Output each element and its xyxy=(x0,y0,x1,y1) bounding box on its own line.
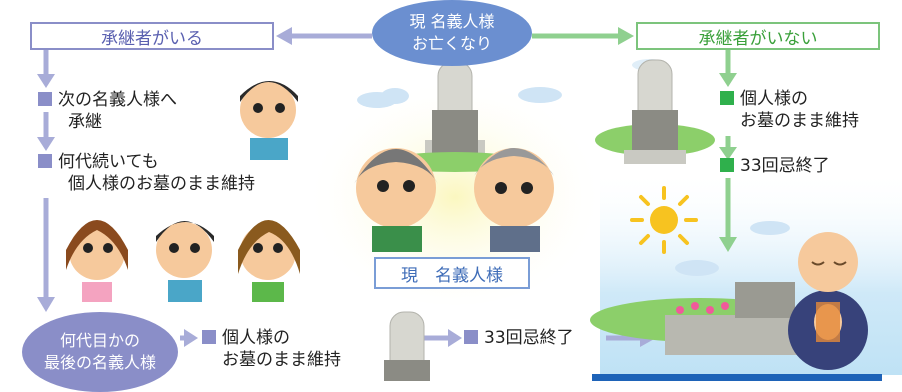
right-step1-line2: お墓のまま維持 xyxy=(740,111,859,131)
bottom-step2-label: 33回忌終了 xyxy=(484,328,574,348)
left-step1: 次の名義人様へ 承継 xyxy=(38,89,177,133)
left-step2-line2: 個人様のお墓のまま維持 xyxy=(68,174,255,194)
left-step2: 何代続いても 個人様のお墓のまま維持 xyxy=(38,151,255,195)
left-flow-arrows xyxy=(37,50,55,312)
bottom-step1-line2: お墓のまま維持 xyxy=(222,350,341,370)
bottom-step1: 個人様の お墓のまま維持 xyxy=(202,327,341,371)
right-flow-arrows xyxy=(719,50,737,252)
family-man-illustration xyxy=(156,221,214,302)
bottom-gravestone-illustration xyxy=(384,311,430,381)
arrow-to-right-branch xyxy=(532,27,634,45)
no-heir-box: 承継者がいない xyxy=(636,22,880,50)
arrow-to-left-branch xyxy=(276,27,372,45)
right-step2: 33回忌終了 xyxy=(720,155,830,177)
right-step1-line1: 個人様の xyxy=(740,89,808,109)
heir-man-illustration xyxy=(240,81,298,160)
heir-exists-box: 承継者がいる xyxy=(30,22,274,50)
owner-deceased-line2: お亡くなり xyxy=(411,34,492,53)
right-step2-label: 33回忌終了 xyxy=(740,156,830,176)
owner-deceased-line1: 現 名義人様 xyxy=(409,12,495,31)
purple-square-icon xyxy=(464,330,478,344)
right-gravestone-illustration xyxy=(595,59,715,164)
family-woman1-illustration xyxy=(66,220,128,302)
last-owner-line2: 最後の名義人様 xyxy=(43,353,156,372)
green-square-icon xyxy=(720,158,734,172)
sun-illustration xyxy=(630,186,698,254)
purple-square-icon xyxy=(38,154,52,168)
left-step1-line1: 次の名義人様へ xyxy=(58,90,177,110)
bottom-step1-line1: 個人様の xyxy=(222,328,290,348)
bottom-blue-bar xyxy=(592,374,882,381)
monk-illustration xyxy=(788,232,868,370)
last-owner-node: 何代目かの 最後の名義人様 xyxy=(22,312,178,392)
right-step1: 個人様の お墓のまま維持 xyxy=(720,88,859,132)
current-owner-couple-illustration xyxy=(354,148,554,252)
current-owner-label: 現 名義人様 xyxy=(374,257,530,289)
left-step2-line1: 何代続いても xyxy=(58,152,159,172)
green-square-icon xyxy=(720,91,734,105)
purple-square-icon xyxy=(202,330,216,344)
family-woman2-illustration xyxy=(238,220,300,302)
diagram-graphics xyxy=(37,27,902,381)
purple-square-icon xyxy=(38,92,52,106)
bottom-step2: 33回忌終了 xyxy=(464,327,574,349)
left-step1-line2: 承継 xyxy=(68,112,102,132)
last-owner-line1: 何代目かの xyxy=(59,331,140,350)
owner-deceased-node: 現 名義人様 お亡くなり xyxy=(372,0,532,66)
